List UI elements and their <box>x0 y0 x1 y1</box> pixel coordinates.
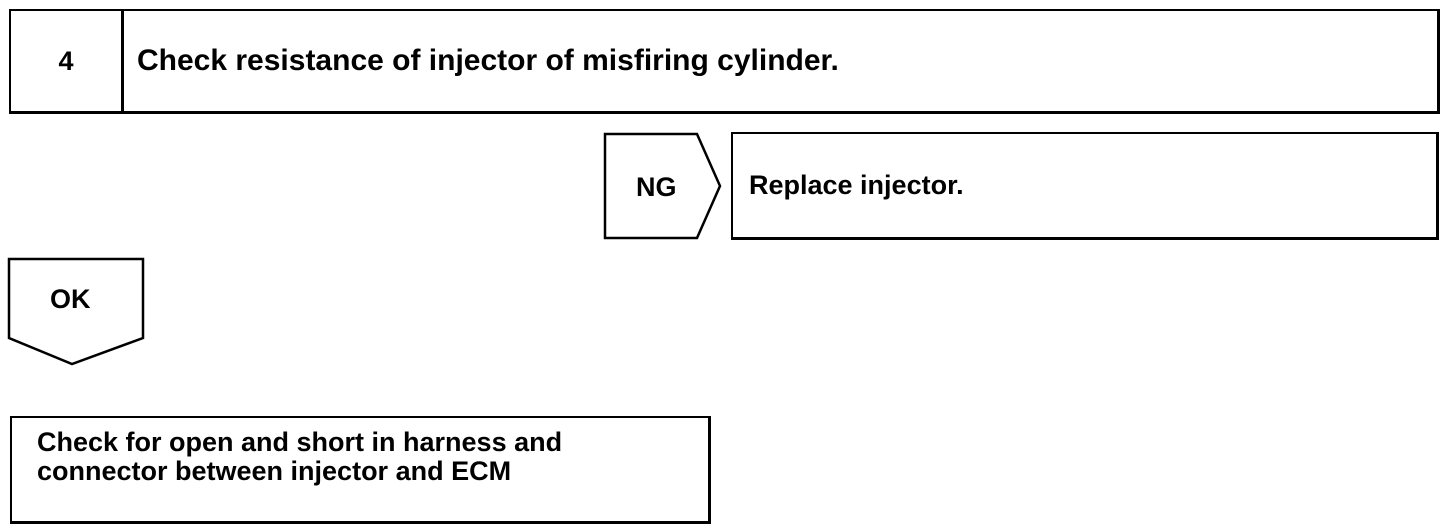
ok-next-step-text: Check for open and short in harness and … <box>37 427 563 486</box>
step-number: 4 <box>11 11 124 111</box>
step-box: 4 Check resistance of injector of misfir… <box>9 9 1440 114</box>
ng-arrow-shape <box>603 132 722 240</box>
ng-action-text: Replace injector. <box>749 170 964 200</box>
ng-action-box: Replace injector. <box>731 132 1439 240</box>
ok-next-step-box: Check for open and short in harness and … <box>10 416 711 524</box>
ok-arrow-shape <box>7 257 145 366</box>
ng-label: NG <box>636 172 677 202</box>
ok-label: OK <box>50 284 91 314</box>
step-title: Check resistance of injector of misfirin… <box>137 44 839 77</box>
